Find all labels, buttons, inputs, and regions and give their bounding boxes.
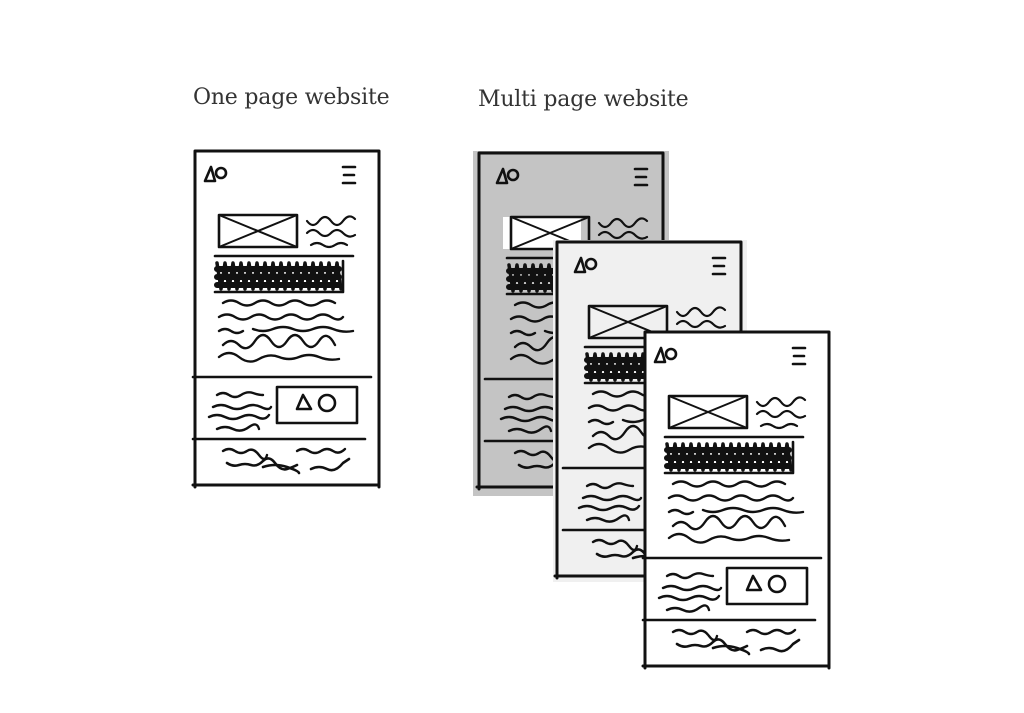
one-page-wireframe (193, 149, 383, 491)
multi-page-website-caption: Multi page website (478, 87, 689, 112)
multi-page-wireframe-front (643, 330, 833, 672)
one-page-website-caption: One page website (193, 85, 390, 110)
